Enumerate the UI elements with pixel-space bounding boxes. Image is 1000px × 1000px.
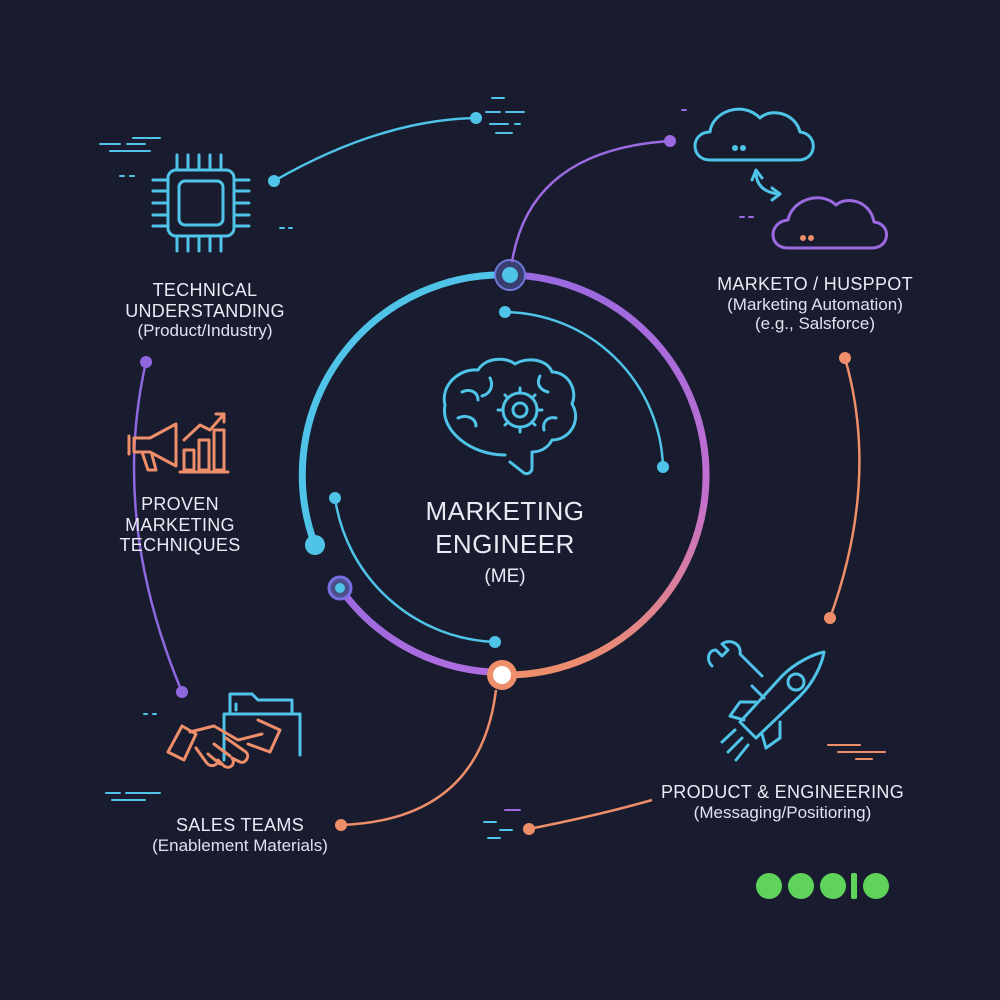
cloud-sync-icon bbox=[693, 107, 888, 250]
proven-line3: TECHNIQUES bbox=[119, 535, 241, 556]
technical-line2: UNDERSTANDING bbox=[125, 300, 285, 321]
cpu-chip-icon bbox=[151, 153, 251, 253]
product-sub: (Messaging/Positioring) bbox=[693, 802, 872, 822]
node-marketo-label: MARKETO / HUSPPOT (Marketing Automation)… bbox=[690, 274, 940, 334]
central-ring bbox=[298, 271, 710, 679]
proven-line2: MARKETING bbox=[125, 514, 235, 535]
center-abbreviation: (ME) bbox=[484, 566, 526, 587]
handshake-folder-icon bbox=[166, 692, 302, 769]
rocket-wrench-icon bbox=[707, 640, 826, 762]
proven-line1: PROVEN bbox=[141, 494, 219, 514]
center-title-line1: MARKETING bbox=[425, 496, 585, 526]
product-line1: PRODUCT & ENGINEERING bbox=[661, 782, 904, 802]
node-sales-label: SALES TEAMS (Enablement Materials) bbox=[110, 815, 370, 855]
center-title-line2: ENGINEER bbox=[435, 528, 575, 559]
node-product-label: PRODUCT & ENGINEERING (Messaging/Positio… bbox=[650, 782, 915, 822]
dots-bar-logo bbox=[756, 873, 889, 899]
node-proven-label: PROVEN MARKETING TECHNIQUES bbox=[95, 494, 265, 556]
technical-line1: TECHNICAL bbox=[152, 280, 258, 300]
node-technical-label: TECHNICAL UNDERSTANDING (Product/Industr… bbox=[90, 280, 320, 341]
sales-sub: (Enablement Materials) bbox=[152, 835, 328, 855]
megaphone-chart-icon bbox=[127, 412, 230, 474]
brain-gear-icon bbox=[442, 357, 578, 476]
connectors bbox=[132, 112, 861, 835]
marketo-sub2: (e.g., Salsforce) bbox=[755, 314, 875, 334]
center-title: MARKETING ENGINEER (ME) bbox=[390, 495, 620, 588]
decorative-dashes bbox=[99, 97, 886, 839]
sales-line1: SALES TEAMS bbox=[175, 815, 305, 835]
ring-node-left bbox=[305, 535, 325, 555]
marketo-line1: MARKETO / HUSPPOT bbox=[717, 274, 913, 294]
ring-nodes bbox=[305, 259, 669, 690]
marketo-sub: (Marketing Automation) bbox=[727, 294, 903, 314]
technical-sub: (Product/Industry) bbox=[137, 321, 273, 341]
